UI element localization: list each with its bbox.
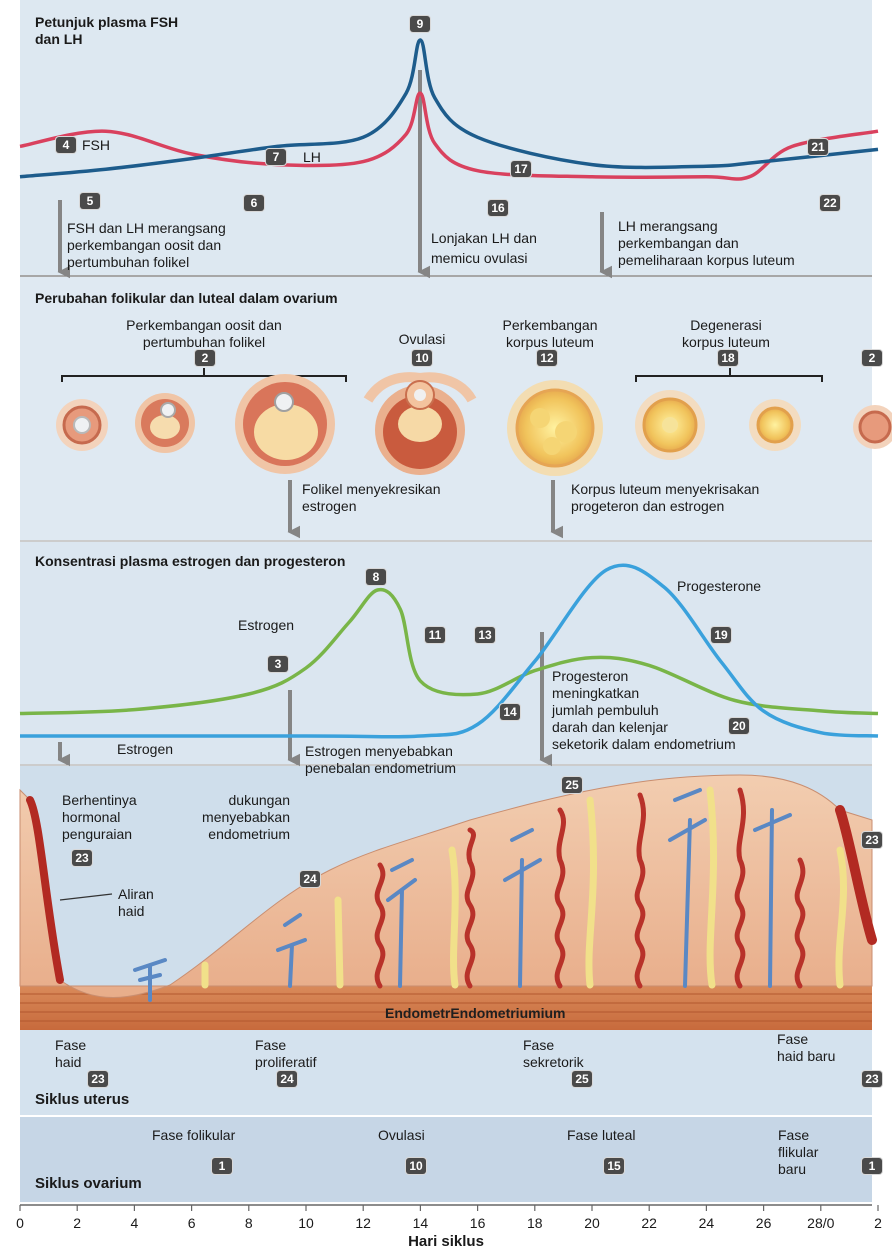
number-badge: 7 — [266, 149, 286, 165]
x-tick-label: 14 — [413, 1215, 429, 1231]
number-badge: 10 — [412, 350, 432, 366]
secondary-follicle — [135, 393, 195, 453]
number-badge: 16 — [488, 200, 508, 216]
number-badge: 10 — [406, 1158, 426, 1174]
x-tick-label: 22 — [641, 1215, 657, 1231]
number-badge: 24 — [277, 1071, 297, 1087]
lh-surge-note: Lonjakan LH dan memicu ovulasi — [431, 228, 537, 268]
x-axis — [20, 1205, 878, 1211]
number-badge: 14 — [500, 704, 520, 720]
estrogen-bottom-label: Estrogen — [117, 741, 173, 758]
degenerating-corpus-luteum-1 — [635, 390, 705, 460]
new-menstrual-phase-label: Fase haid baru — [777, 1031, 835, 1065]
number-badge: 9 — [410, 16, 430, 32]
estrogen-effect-note: Estrogen menyebabkan penebalan endometri… — [305, 743, 456, 777]
number-badge: 15 — [604, 1158, 624, 1174]
uterine-cycle-title: Siklus uterus — [35, 1091, 129, 1108]
number-badge: 22 — [820, 195, 840, 211]
progesterone-effect-note: Progesteron meningkatkan jumlah pembuluh… — [552, 668, 736, 753]
lh-label: LH — [303, 149, 321, 166]
x-tick-label: 16 — [470, 1215, 486, 1231]
number-badge: 20 — [729, 718, 749, 734]
number-badge: 2 — [862, 350, 882, 366]
number-badge: 2 — [195, 350, 215, 366]
x-tick-label: 10 — [298, 1215, 314, 1231]
number-badge: 19 — [711, 627, 731, 643]
number-badge: 1 — [862, 1158, 882, 1174]
estrogen-label: Estrogen — [238, 617, 294, 634]
number-badge: 3 — [268, 656, 288, 672]
x-tick-label: 2 — [874, 1215, 882, 1231]
x-tick-label: 20 — [584, 1215, 600, 1231]
number-badge: 23 — [862, 832, 882, 848]
steroid-section-title: Konsentrasi plasma estrogen dan progeste… — [35, 553, 345, 570]
number-badge: 25 — [562, 777, 582, 793]
developing-corpus-luteum — [507, 380, 603, 476]
ovulation-phase-label: Ovulasi — [378, 1127, 425, 1144]
number-badge: 1 — [212, 1158, 232, 1174]
number-badge: 12 — [537, 350, 557, 366]
fsh-label: FSH — [82, 137, 110, 154]
x-tick-label: 12 — [355, 1215, 371, 1231]
uterine-cycle-band — [20, 1030, 872, 1115]
x-tick-label: 24 — [699, 1215, 715, 1231]
ovary-section-title: Perubahan folikular dan luteal dalam ova… — [35, 290, 338, 307]
hormone-withdrawal-note: Berhentinya dukungan hormonal menyebabka… — [62, 792, 290, 843]
x-tick-label: 0 — [16, 1215, 24, 1231]
lh-corpus-note: LH merangsang perkembangan dan pemelihar… — [618, 218, 795, 269]
number-badge: 18 — [718, 350, 738, 366]
number-badge: 23 — [72, 850, 92, 866]
proliferative-phase-label: Fase proliferatif — [255, 1037, 316, 1071]
x-tick-label: 8 — [245, 1215, 253, 1231]
ovulation-label: Ovulasi — [399, 331, 446, 348]
x-tick-label: 28/0 — [807, 1215, 834, 1231]
number-badge: 13 — [475, 627, 495, 643]
x-tick-label: 2 — [73, 1215, 81, 1231]
follicle-growth-label: Perkembangan oosit dan pertumbuhan folik… — [126, 317, 282, 351]
corpus-development-label: Perkembangan korpus luteum — [503, 317, 598, 351]
degenerating-corpus-luteum-2 — [749, 399, 801, 451]
ovarian-cycle-title: Siklus ovarium — [35, 1175, 142, 1192]
number-badge: 23 — [88, 1071, 108, 1087]
follicular-phase-label: Fase folikular — [152, 1127, 235, 1144]
fsh-lh-effect-note: FSH dan LH merangsang perkembangan oosit… — [67, 220, 226, 271]
number-badge: 6 — [244, 195, 264, 211]
number-badge: 5 — [80, 193, 100, 209]
number-badge: 17 — [511, 161, 531, 177]
number-badge: 8 — [366, 569, 386, 585]
number-badge: 25 — [572, 1071, 592, 1087]
number-badge: 4 — [56, 137, 76, 153]
new-follicular-phase-label: Fase flikular baru — [778, 1127, 818, 1178]
follicle-secretes-note: Folikel menyekresikan estrogen — [302, 481, 441, 515]
corpus-degeneration-label: Degenerasi korpus luteum — [682, 317, 770, 351]
number-badge: 23 — [862, 1071, 882, 1087]
luteal-phase-label: Fase luteal — [567, 1127, 635, 1144]
corpus-secretes-note: Korpus luteum menyekrisakan progeteron d… — [571, 481, 759, 515]
graafian-follicle — [235, 374, 335, 474]
x-axis-label: Hari siklus — [408, 1233, 484, 1250]
primary-follicle — [56, 399, 108, 451]
x-tick-label: 26 — [756, 1215, 772, 1231]
secretory-phase-label: Fase sekretorik — [523, 1037, 584, 1071]
number-badge: 11 — [425, 627, 445, 643]
ovarian-cycle-band — [20, 1117, 872, 1202]
hormone-section-title: Petunjuk plasma FSH dan LH — [35, 14, 178, 48]
x-tick-label: 18 — [527, 1215, 543, 1231]
number-badge: 21 — [808, 139, 828, 155]
progesterone-label: Progesterone — [677, 578, 761, 595]
x-tick-label: 4 — [130, 1215, 138, 1231]
number-badge: 24 — [300, 871, 320, 887]
menstrual-phase-label: Fase haid — [55, 1037, 86, 1071]
x-tick-label: 6 — [188, 1215, 196, 1231]
endometrium-label: EndometrEndometriumium — [385, 1005, 565, 1021]
menstrual-flow-label: Aliran haid — [118, 886, 154, 920]
